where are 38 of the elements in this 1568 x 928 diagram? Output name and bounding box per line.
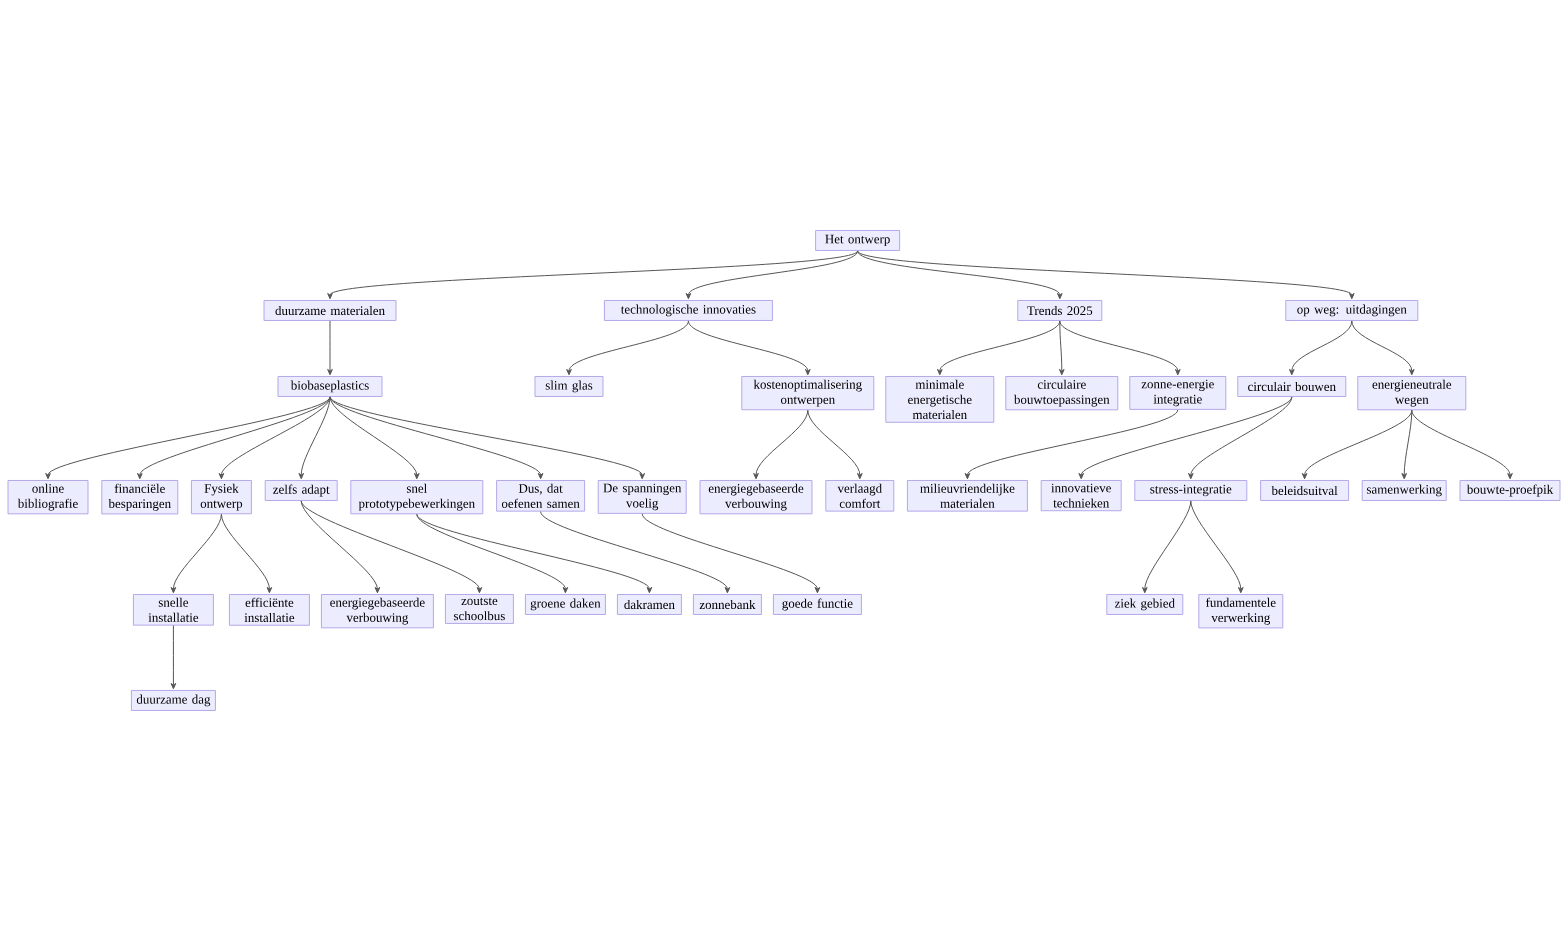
arrow <box>416 513 569 594</box>
arrow <box>807 409 863 480</box>
arrow <box>1289 320 1353 376</box>
arrow <box>329 396 420 480</box>
arrow <box>857 250 1063 300</box>
arrow <box>327 320 333 376</box>
arrow <box>857 250 1355 300</box>
arrow <box>327 250 859 300</box>
arrow <box>1188 396 1293 480</box>
arrow <box>1401 409 1413 480</box>
arrow <box>1142 500 1192 594</box>
arrow <box>641 513 821 594</box>
arrow <box>300 500 381 594</box>
arrow <box>1078 396 1293 480</box>
arrow <box>300 500 483 594</box>
arrow <box>1059 320 1181 376</box>
arrow <box>298 396 331 480</box>
arrow <box>964 409 1179 480</box>
arrow <box>1059 320 1065 376</box>
arrow <box>220 513 273 594</box>
arrow <box>329 396 646 480</box>
arrow <box>566 320 689 376</box>
arrow <box>1411 409 1513 480</box>
arrow <box>416 513 653 594</box>
arrow <box>540 511 731 594</box>
arrow <box>1190 500 1244 594</box>
arrow <box>329 396 544 480</box>
arrow <box>45 396 331 480</box>
arrow <box>137 396 331 480</box>
arrow <box>170 625 177 690</box>
arrow <box>753 409 809 480</box>
arrow <box>170 513 222 594</box>
arrow <box>685 250 859 300</box>
arrow <box>687 320 811 376</box>
arrow <box>218 396 331 480</box>
arrow <box>1351 320 1415 376</box>
arrow <box>1301 409 1413 480</box>
arrow <box>937 320 1061 376</box>
